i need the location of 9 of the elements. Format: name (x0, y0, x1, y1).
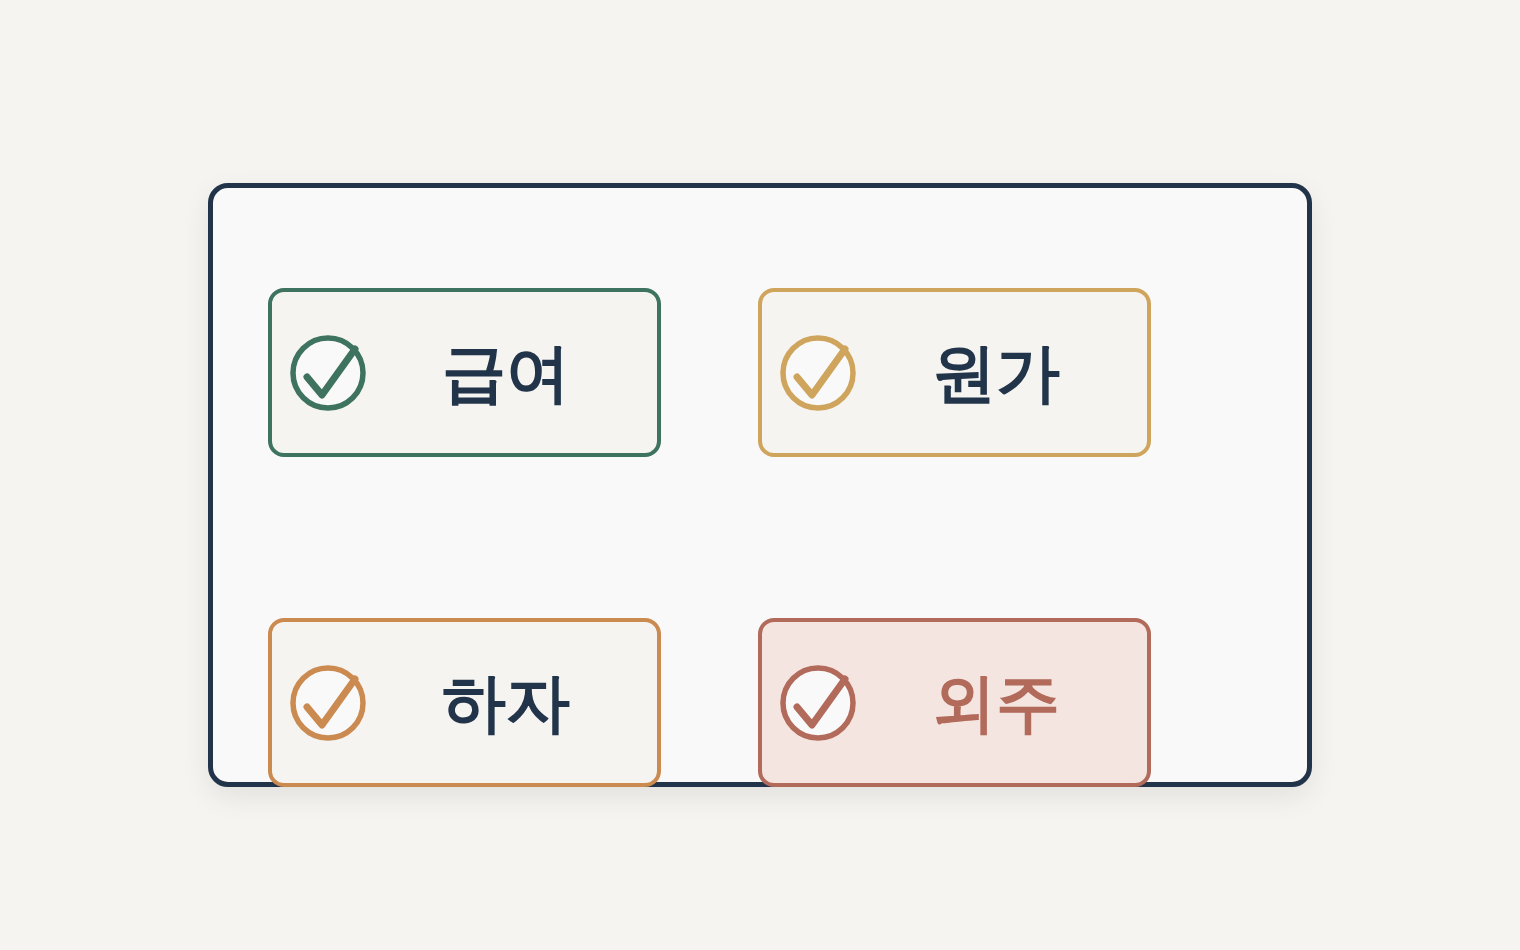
checkbox-card (758, 618, 1151, 787)
panel (208, 183, 1312, 787)
checkbox-card (268, 618, 661, 787)
option-label: 외주 (931, 670, 1060, 735)
checkbox-card (268, 288, 661, 457)
option-label: 급여 (441, 340, 570, 405)
option-label: 하자 (441, 670, 570, 735)
checkbox-card (758, 288, 1151, 457)
option-label: 원가 (931, 340, 1060, 405)
